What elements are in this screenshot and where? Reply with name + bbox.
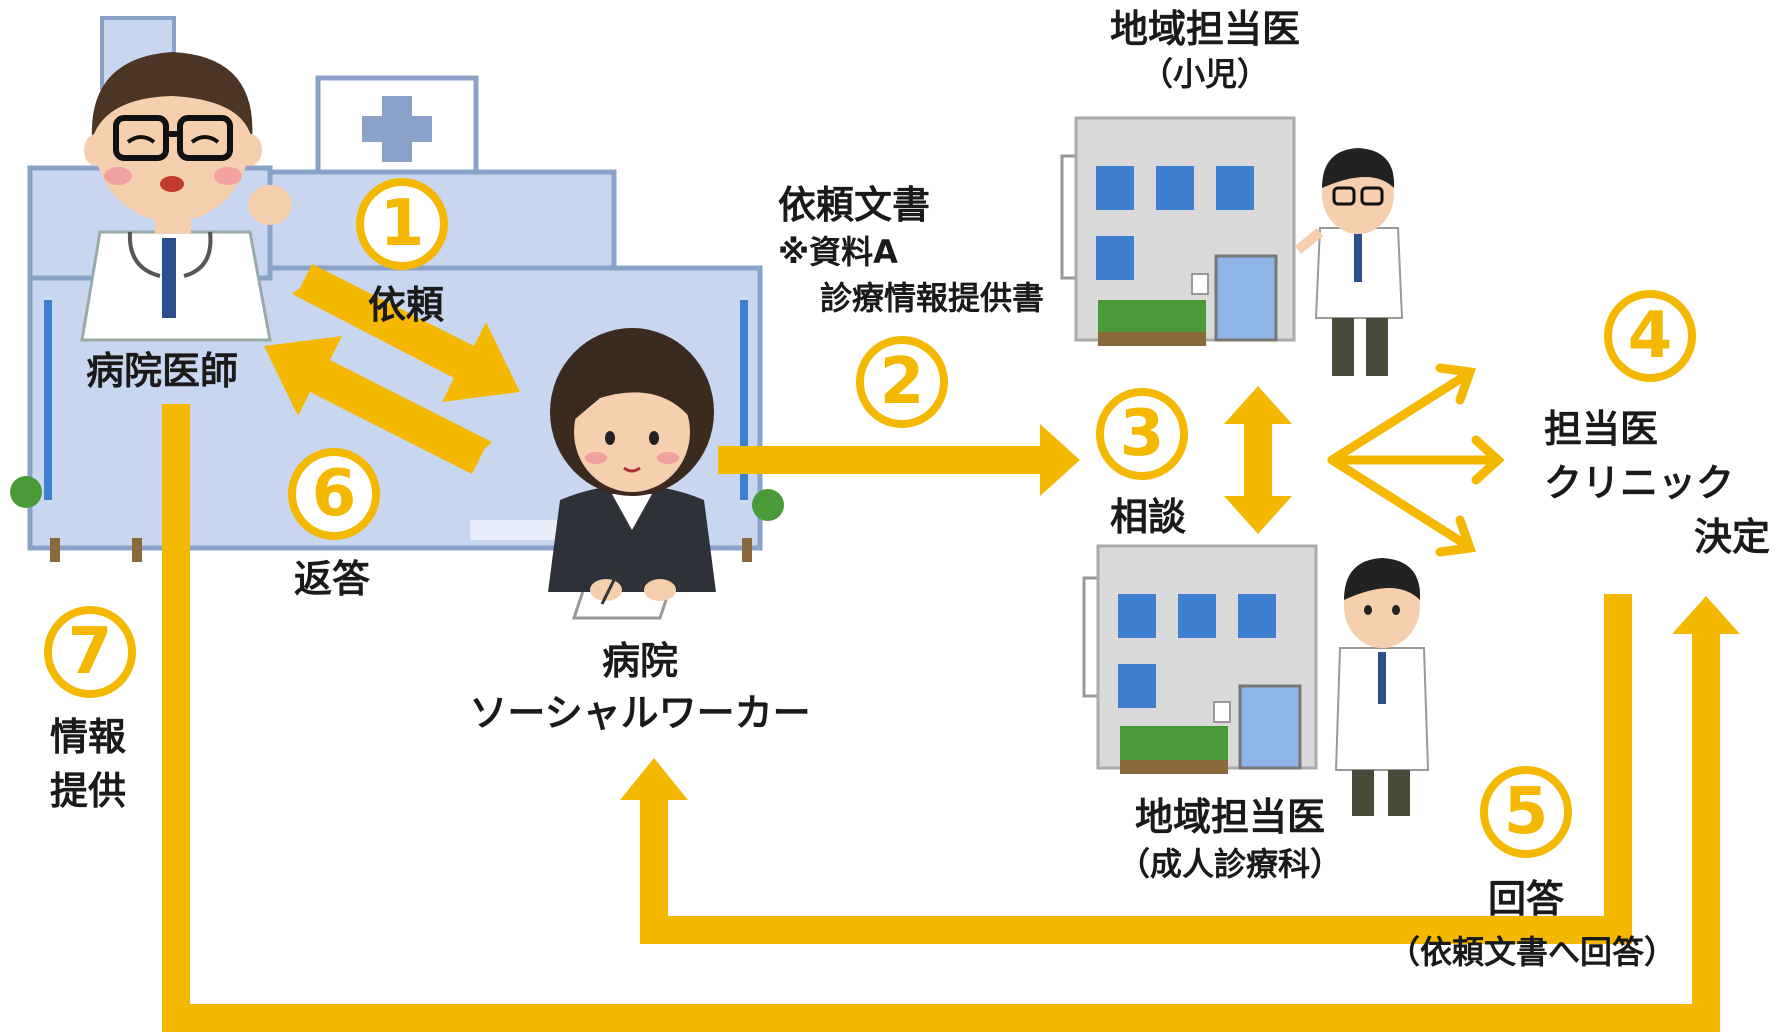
- hospital-doctor-label: 病院医師: [86, 349, 239, 393]
- clinic-building-icon: [1082, 544, 1318, 774]
- document-note-info-sheet: 診療情報提供書: [820, 279, 1045, 317]
- social-worker-label-line1: 病院: [601, 639, 678, 683]
- step-5-badge: 5: [1480, 766, 1572, 858]
- arrows: [162, 264, 1740, 1032]
- decision-label-line3: 決定: [1693, 515, 1770, 559]
- answer-label: 回答: [1488, 877, 1565, 921]
- social-worker-label: 病院 ソーシャルワーカー: [420, 639, 860, 735]
- social-worker-label-line2: ソーシャルワーカー: [469, 690, 811, 735]
- document-note-material: ※資料A: [778, 233, 898, 271]
- decision-label-line2: クリニック: [1544, 461, 1735, 505]
- arrow-request: [292, 264, 520, 402]
- adult-doctor-label-line1: 地域担当医: [1134, 795, 1325, 839]
- pediatric-doctor-label-line2: （小児）: [1140, 54, 1269, 93]
- step-3-badge: 3: [1096, 388, 1188, 480]
- adult-doctor-label: 地域担当医 （成人診療科）: [1090, 795, 1370, 883]
- step-2-badge: 2: [856, 336, 948, 428]
- step-7-badge: 7: [44, 606, 136, 698]
- step-6-badge: 6: [288, 448, 380, 540]
- clinic-doctor-icon: [1334, 558, 1430, 816]
- answer-note: （依頼文書へ回答）: [1388, 933, 1677, 971]
- arrow-reply: [264, 336, 492, 474]
- pediatric-doctor-label: 地域担当医 （小児）: [1080, 7, 1330, 93]
- pediatric-doctor-label-line1: 地域担当医: [1109, 7, 1300, 51]
- document-title: 依頼文書: [778, 183, 931, 227]
- step-4-badge: 4: [1604, 290, 1696, 382]
- arrow-consult: [1224, 386, 1292, 534]
- arrow-document: [718, 424, 1080, 496]
- social-worker-icon: [548, 328, 716, 620]
- info-label-line2: 提供: [50, 769, 127, 813]
- step-1-badge: 1: [356, 178, 448, 270]
- consult-label: 相談: [1110, 495, 1187, 539]
- info-label-line1: 情報: [50, 715, 127, 759]
- reply-label: 返答: [294, 557, 371, 601]
- arrow-decision: [1327, 363, 1505, 557]
- request-label: 依頼: [368, 283, 445, 327]
- doctor-icon: [80, 52, 292, 342]
- clinic-building-icon: [1060, 116, 1296, 346]
- adult-doctor-label-line2: （成人診療科）: [1117, 844, 1342, 883]
- clinic-doctor-icon: [1294, 148, 1404, 376]
- decision-label-line1: 担当医: [1544, 407, 1659, 451]
